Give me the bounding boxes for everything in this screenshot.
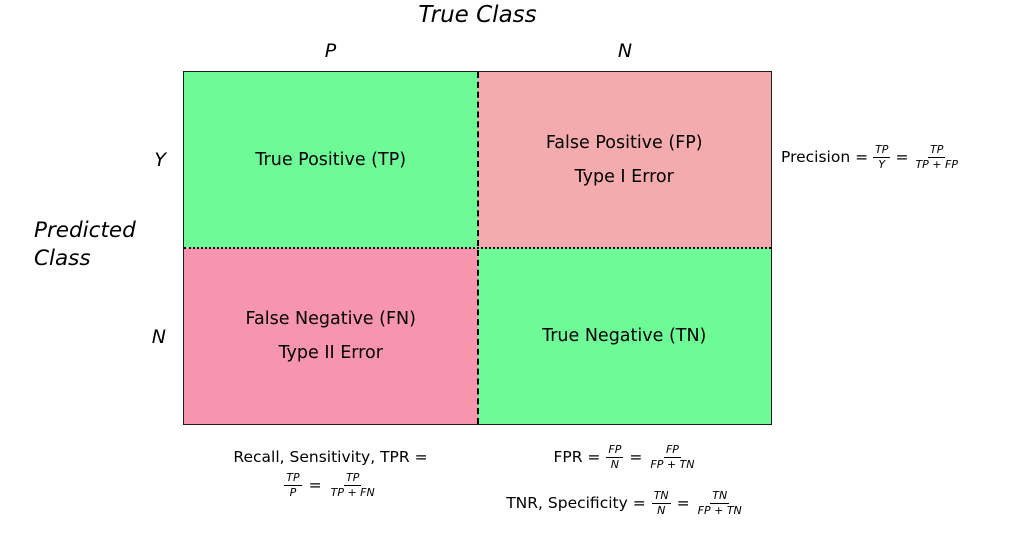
fpr-equals-sign: =	[629, 448, 643, 467]
tnr-formula-label: TNR, Specificity =	[506, 494, 646, 513]
precision-fraction-1-numerator: TP	[873, 142, 891, 158]
precision-fraction-2: TP TP + FP	[913, 143, 960, 172]
recall-fraction-1-numerator: TP	[284, 471, 302, 486]
cell-false-negative-sublabel: Type II Error	[278, 343, 383, 363]
cell-false-positive-label: False Positive (FP)	[545, 133, 703, 153]
recall-fraction-2-numerator: TP	[343, 471, 362, 486]
tnr-fraction-2-numerator: TN	[710, 489, 730, 504]
tnr-fraction-2-denominator: FP + TN	[697, 503, 742, 517]
recall-fraction-2: TP TP + FN	[329, 471, 377, 500]
fpr-fraction-2: FP FP + TN	[648, 443, 696, 472]
cell-true-negative-label: True Negative (TN)	[542, 326, 707, 346]
recall-formula-fractions: TP P = TP TP + FN	[183, 471, 478, 500]
col-header-p: P	[324, 40, 337, 62]
recall-equals-sign: =	[308, 476, 322, 495]
cell-false-positive: False Positive (FP) Type I Error	[477, 72, 771, 248]
fpr-formula-label: FPR =	[553, 448, 601, 467]
recall-formula: Recall, Sensitivity, TPR = TP P = TP TP …	[183, 448, 478, 500]
precision-fraction-1: TP Y	[873, 142, 891, 172]
cell-true-positive: True Positive (TP)	[184, 72, 478, 248]
fpr-fraction-1-denominator: N	[610, 457, 620, 471]
cell-false-positive-sublabel: Type I Error	[574, 167, 674, 187]
tnr-fraction-2: TN FP + TN	[696, 489, 744, 518]
precision-equals-sign: =	[895, 148, 909, 166]
precision-formula-label: Precision =	[781, 148, 869, 166]
col-header-n: N	[617, 40, 633, 62]
true-class-axis-title: True Class	[418, 2, 537, 28]
row-header-n: N	[151, 326, 166, 348]
precision-fraction-2-numerator: TP	[928, 142, 946, 158]
tnr-fraction-1-denominator: N	[657, 503, 666, 517]
fpr-formula: FPR = FP N = FP FP + TN	[460, 443, 790, 472]
confusion-matrix-grid: True Positive (TP) False Positive (FP) T…	[183, 71, 772, 425]
tnr-fraction-1-numerator: TN	[651, 489, 671, 504]
predicted-class-line1: Predicted	[34, 218, 136, 243]
fpr-fraction-1-numerator: FP	[606, 443, 624, 458]
predicted-class-axis-title: Predicted Class	[34, 217, 136, 274]
cell-true-negative: True Negative (TN)	[477, 248, 771, 424]
fpr-fraction-1: FP N	[606, 443, 624, 472]
cell-false-negative-label: False Negative (FN)	[245, 309, 416, 329]
tnr-formula: TNR, Specificity = TN N = TN FP + TN	[460, 489, 790, 518]
row-header-y: Y	[154, 149, 166, 171]
tnr-equals-sign: =	[676, 494, 690, 513]
matrix-vertical-dashed-divider	[476, 72, 479, 424]
cell-true-positive-label: True Positive (TP)	[255, 150, 407, 170]
fpr-fraction-2-numerator: FP	[663, 443, 681, 458]
tnr-fraction-1: TN N	[651, 489, 671, 518]
recall-formula-label: Recall, Sensitivity, TPR =	[233, 448, 428, 466]
precision-fraction-1-denominator: Y	[878, 157, 886, 171]
precision-formula: Precision = TP Y = TP TP + FP	[781, 137, 1020, 177]
precision-fraction-2-denominator: TP + FP	[915, 157, 958, 171]
predicted-class-line2: Class	[34, 246, 91, 272]
recall-fraction-1-denominator: P	[289, 485, 297, 499]
fpr-fraction-2-denominator: FP + TN	[650, 457, 695, 471]
recall-fraction-1: TP P	[284, 471, 302, 500]
cell-false-negative: False Negative (FN) Type II Error	[184, 248, 478, 424]
recall-fraction-2-denominator: TP + FN	[330, 485, 375, 499]
